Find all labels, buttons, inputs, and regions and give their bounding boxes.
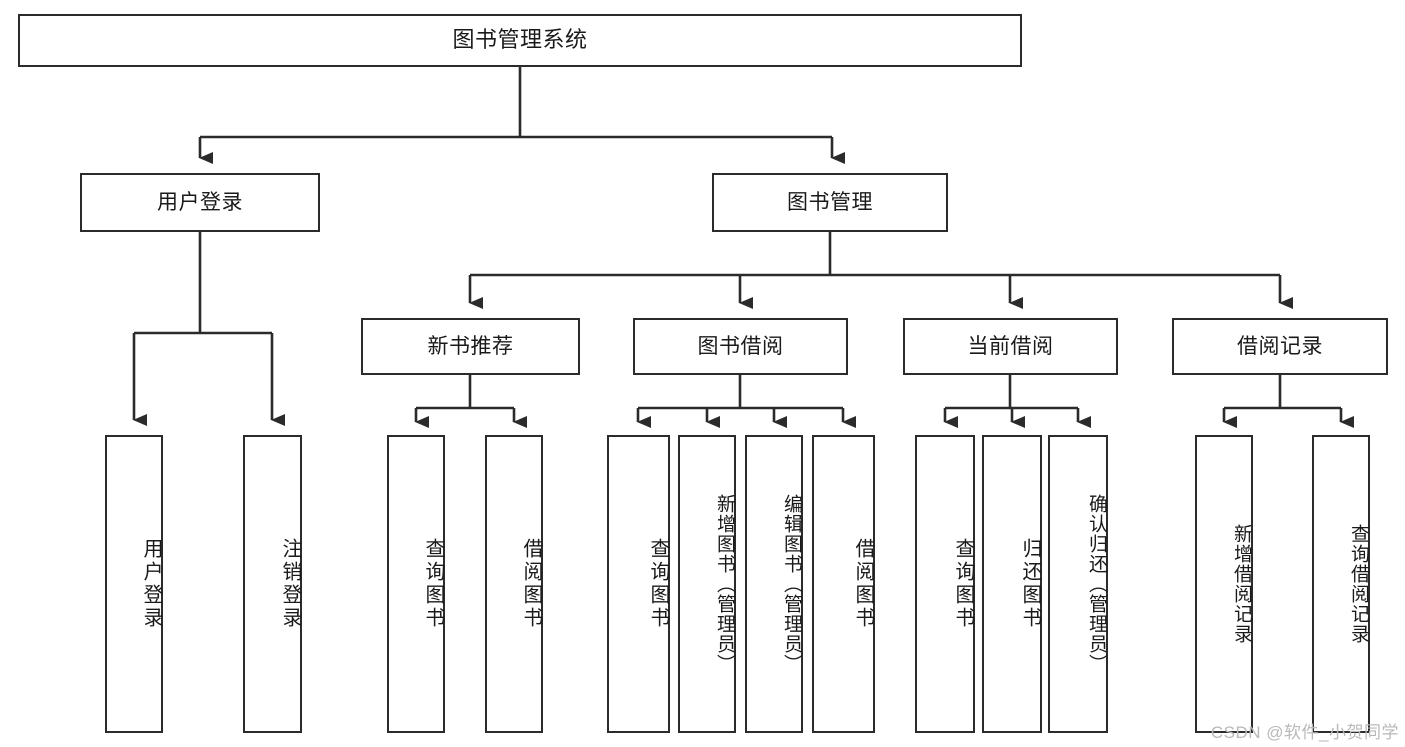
node-level4-6[interactable]: 编辑图书（管理员） xyxy=(745,435,803,733)
node-label: 注销登录 xyxy=(279,538,301,630)
node-label: 归还图书 xyxy=(1019,538,1041,630)
node-label: 借阅图书 xyxy=(520,538,542,630)
node-level3-3[interactable]: 借阅记录 xyxy=(1172,318,1388,375)
node-level4-10[interactable]: 确认归还（管理员） xyxy=(1048,435,1108,733)
node-level2-0[interactable]: 用户登录 xyxy=(80,173,320,232)
node-label: 图书借阅 xyxy=(697,334,784,358)
csdn-watermark: CSDN @软件_小贺同学 xyxy=(1210,723,1399,742)
node-label: 查询图书 xyxy=(422,538,444,630)
node-level3-2[interactable]: 当前借阅 xyxy=(903,318,1118,375)
node-label: 当前借阅 xyxy=(967,334,1054,358)
node-level4-9[interactable]: 归还图书 xyxy=(982,435,1042,733)
node-label: 新增借阅记录 xyxy=(1231,524,1252,644)
node-level3-1[interactable]: 图书借阅 xyxy=(633,318,848,375)
node-level4-7[interactable]: 借阅图书 xyxy=(812,435,875,733)
node-root-system[interactable]: 图书管理系统 xyxy=(18,14,1022,67)
node-label: 借阅记录 xyxy=(1237,334,1323,358)
node-label: 借阅图书 xyxy=(852,538,874,630)
node-level4-12[interactable]: 查询借阅记录 xyxy=(1312,435,1370,733)
node-label: 新增图书（管理员） xyxy=(714,494,735,674)
node-label: 用户登录 xyxy=(140,538,162,630)
node-level3-0[interactable]: 新书推荐 xyxy=(361,318,580,375)
node-level4-2[interactable]: 查询图书 xyxy=(387,435,445,733)
node-label: 编辑图书（管理员） xyxy=(781,494,802,674)
node-label: 查询借阅记录 xyxy=(1348,524,1369,644)
node-label: 新书推荐 xyxy=(427,334,514,358)
node-level4-4[interactable]: 查询图书 xyxy=(607,435,670,733)
node-label: 图书管理 xyxy=(787,190,873,214)
node-level4-1[interactable]: 注销登录 xyxy=(243,435,302,733)
node-label: 用户登录 xyxy=(157,190,243,214)
node-level4-8[interactable]: 查询图书 xyxy=(915,435,975,733)
node-label: 查询图书 xyxy=(647,538,669,630)
node-level4-0[interactable]: 用户登录 xyxy=(105,435,163,733)
node-level2-1[interactable]: 图书管理 xyxy=(712,173,948,232)
node-level4-5[interactable]: 新增图书（管理员） xyxy=(678,435,736,733)
node-level4-11[interactable]: 新增借阅记录 xyxy=(1195,435,1253,733)
node-label: 确认归还（管理员） xyxy=(1086,494,1107,674)
node-level4-3[interactable]: 借阅图书 xyxy=(485,435,543,733)
node-label: 查询图书 xyxy=(952,538,974,630)
node-label: 图书管理系统 xyxy=(452,27,588,53)
